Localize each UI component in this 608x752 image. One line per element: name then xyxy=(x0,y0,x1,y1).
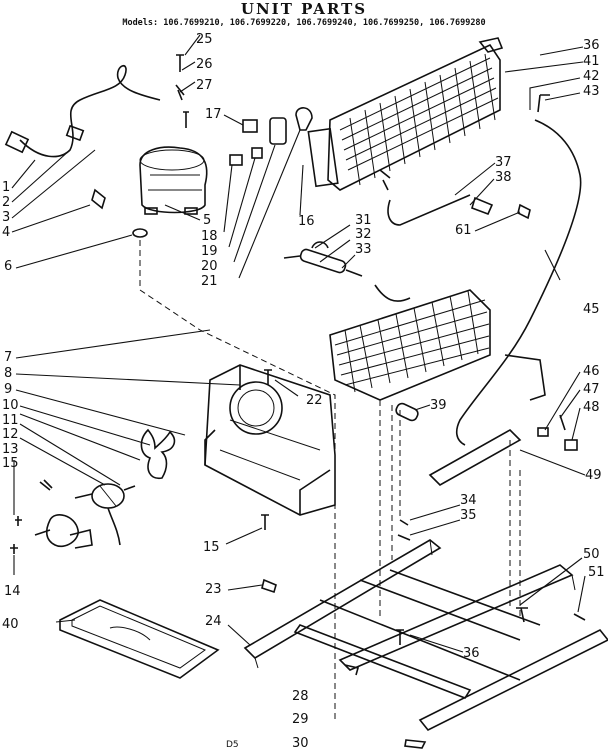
fan-blade xyxy=(140,428,176,480)
callout-10: 10 xyxy=(2,398,19,413)
callout-51: 51 xyxy=(588,565,605,580)
condenser-coil xyxy=(307,37,504,191)
callout-24: 24 xyxy=(205,614,222,629)
callout-16: 16 xyxy=(298,214,315,229)
callout-12: 12 xyxy=(2,427,19,442)
callout-23: 23 xyxy=(205,582,222,597)
callout-4: 4 xyxy=(2,225,11,240)
callout-29: 29 xyxy=(292,712,309,727)
callout-15-left: 15 xyxy=(2,456,19,471)
callout-46: 46 xyxy=(583,364,600,379)
callout-5: 5 xyxy=(203,213,212,228)
callout-43: 43 xyxy=(583,84,600,99)
fan-motor xyxy=(34,483,136,549)
callout-31: 31 xyxy=(355,213,372,228)
callout-32: 32 xyxy=(355,227,372,242)
leader-lines xyxy=(11,34,586,653)
callout-13: 13 xyxy=(2,442,19,457)
callout-37: 37 xyxy=(495,155,512,170)
callout-6: 6 xyxy=(4,259,13,274)
callout-45: 45 xyxy=(583,302,600,317)
model-numbers: Models: 106.7699210, 106.7699220, 106.76… xyxy=(122,18,486,28)
diagram-code: D5 xyxy=(226,740,239,750)
drain-pan xyxy=(59,599,220,679)
callout-11: 11 xyxy=(2,413,19,428)
callout-1: 1 xyxy=(2,180,11,195)
callout-26: 26 xyxy=(196,57,213,72)
callout-27: 27 xyxy=(196,78,213,93)
callout-40: 40 xyxy=(2,617,19,632)
callout-15-bottom: 15 xyxy=(203,540,220,555)
callout-36-bottom: 36 xyxy=(463,646,480,661)
callout-19: 19 xyxy=(201,244,218,259)
diagram-title: UNIT PARTS xyxy=(240,0,368,18)
callout-3: 3 xyxy=(2,210,11,225)
callout-49: 49 xyxy=(585,468,602,483)
callout-61: 61 xyxy=(455,223,472,238)
callout-7: 7 xyxy=(4,350,13,365)
fan-bracket xyxy=(204,364,336,516)
callout-21: 21 xyxy=(201,274,218,289)
evaporator-coil xyxy=(329,284,491,401)
defrost-heater xyxy=(283,241,363,277)
callout-30: 30 xyxy=(292,736,309,751)
suction-tube xyxy=(537,94,550,113)
callout-9: 9 xyxy=(4,382,13,397)
callout-47: 47 xyxy=(583,382,600,397)
callout-17: 17 xyxy=(205,107,222,122)
callout-42: 42 xyxy=(583,69,600,84)
callout-48: 48 xyxy=(583,400,600,415)
capillary-tube xyxy=(455,119,582,446)
callout-36-top: 36 xyxy=(583,38,600,53)
callout-28: 28 xyxy=(292,689,309,704)
callout-25: 25 xyxy=(196,32,213,47)
callout-38: 38 xyxy=(495,170,512,185)
callout-2: 2 xyxy=(2,195,11,210)
callout-22: 22 xyxy=(306,393,323,408)
compressor xyxy=(139,146,208,215)
callout-33: 33 xyxy=(355,242,372,257)
callout-14: 14 xyxy=(4,584,21,599)
callout-50: 50 xyxy=(583,547,600,562)
callout-20: 20 xyxy=(201,259,218,274)
callout-41: 41 xyxy=(583,54,600,69)
callout-34: 34 xyxy=(460,493,477,508)
callout-39: 39 xyxy=(430,398,447,413)
drain-trough xyxy=(428,429,522,486)
relay xyxy=(242,119,258,133)
callout-18: 18 xyxy=(201,229,218,244)
callout-35: 35 xyxy=(460,508,477,523)
callout-8: 8 xyxy=(4,366,13,381)
base-frame xyxy=(243,539,608,732)
power-cord xyxy=(19,65,161,158)
